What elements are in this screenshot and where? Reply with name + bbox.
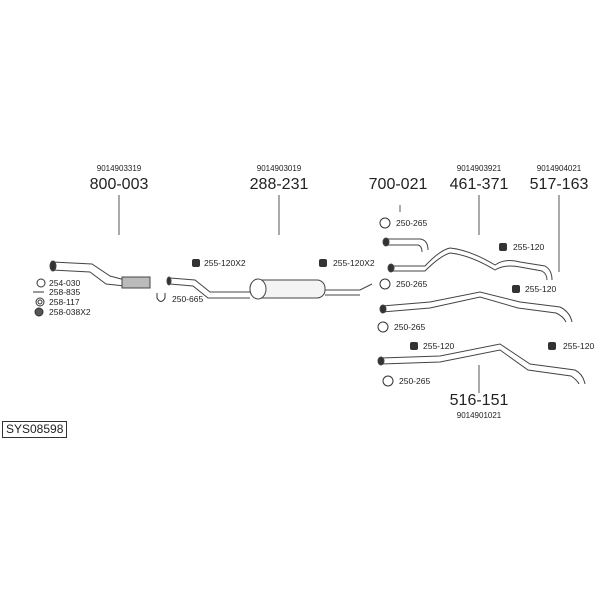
accessory-label[interactable]: 254-030: [49, 278, 81, 288]
part-number[interactable]: 700-021: [368, 176, 428, 193]
leader-lines: [118, 195, 560, 393]
accessory-label[interactable]: 255-120X2: [333, 258, 375, 268]
tail-pipe-517-163: [379, 291, 573, 323]
hanger-icons: [192, 243, 556, 350]
oe-number: 9014903319: [96, 164, 142, 173]
part-number[interactable]: 800-003: [89, 176, 149, 193]
oe-number: 9014901021: [456, 411, 502, 420]
accessory-label[interactable]: 255-120: [525, 284, 557, 294]
front-pipe-800-003: [49, 260, 151, 289]
diagram-id-label: SYS08598: [2, 421, 68, 438]
tail-pipe-700-021: [382, 237, 429, 253]
clamp-icons: [33, 217, 394, 387]
part-number[interactable]: 288-231: [249, 176, 309, 193]
tail-pipe-516-151: [377, 343, 586, 385]
accessory-label[interactable]: 250-265: [399, 376, 431, 386]
part-number[interactable]: 516-151: [449, 392, 509, 409]
accessory-label[interactable]: 255-120X2: [204, 258, 246, 268]
accessory-label[interactable]: 250-265: [396, 218, 428, 228]
accessory-label[interactable]: 255-120: [513, 242, 545, 252]
part-number[interactable]: 461-371: [449, 176, 509, 193]
oe-number: 9014904021: [536, 164, 582, 173]
oe-number: 9014903019: [256, 164, 302, 173]
accessory-label[interactable]: 258-038X2: [49, 307, 91, 317]
accessory-label[interactable]: 250-265: [394, 322, 426, 332]
oe-number: 9014903921: [456, 164, 502, 173]
accessory-label[interactable]: 250-665: [172, 294, 204, 304]
accessory-label[interactable]: 255-120: [563, 341, 595, 351]
middle-muffler-288-231: [166, 276, 373, 300]
accessory-label[interactable]: 258-835: [49, 287, 81, 297]
tail-pipe-461-371: [387, 247, 553, 281]
part-number[interactable]: 517-163: [529, 176, 589, 193]
accessory-label[interactable]: 258-117: [49, 297, 80, 307]
accessory-label[interactable]: 250-265: [396, 279, 428, 289]
accessory-label[interactable]: 255-120: [423, 341, 455, 351]
